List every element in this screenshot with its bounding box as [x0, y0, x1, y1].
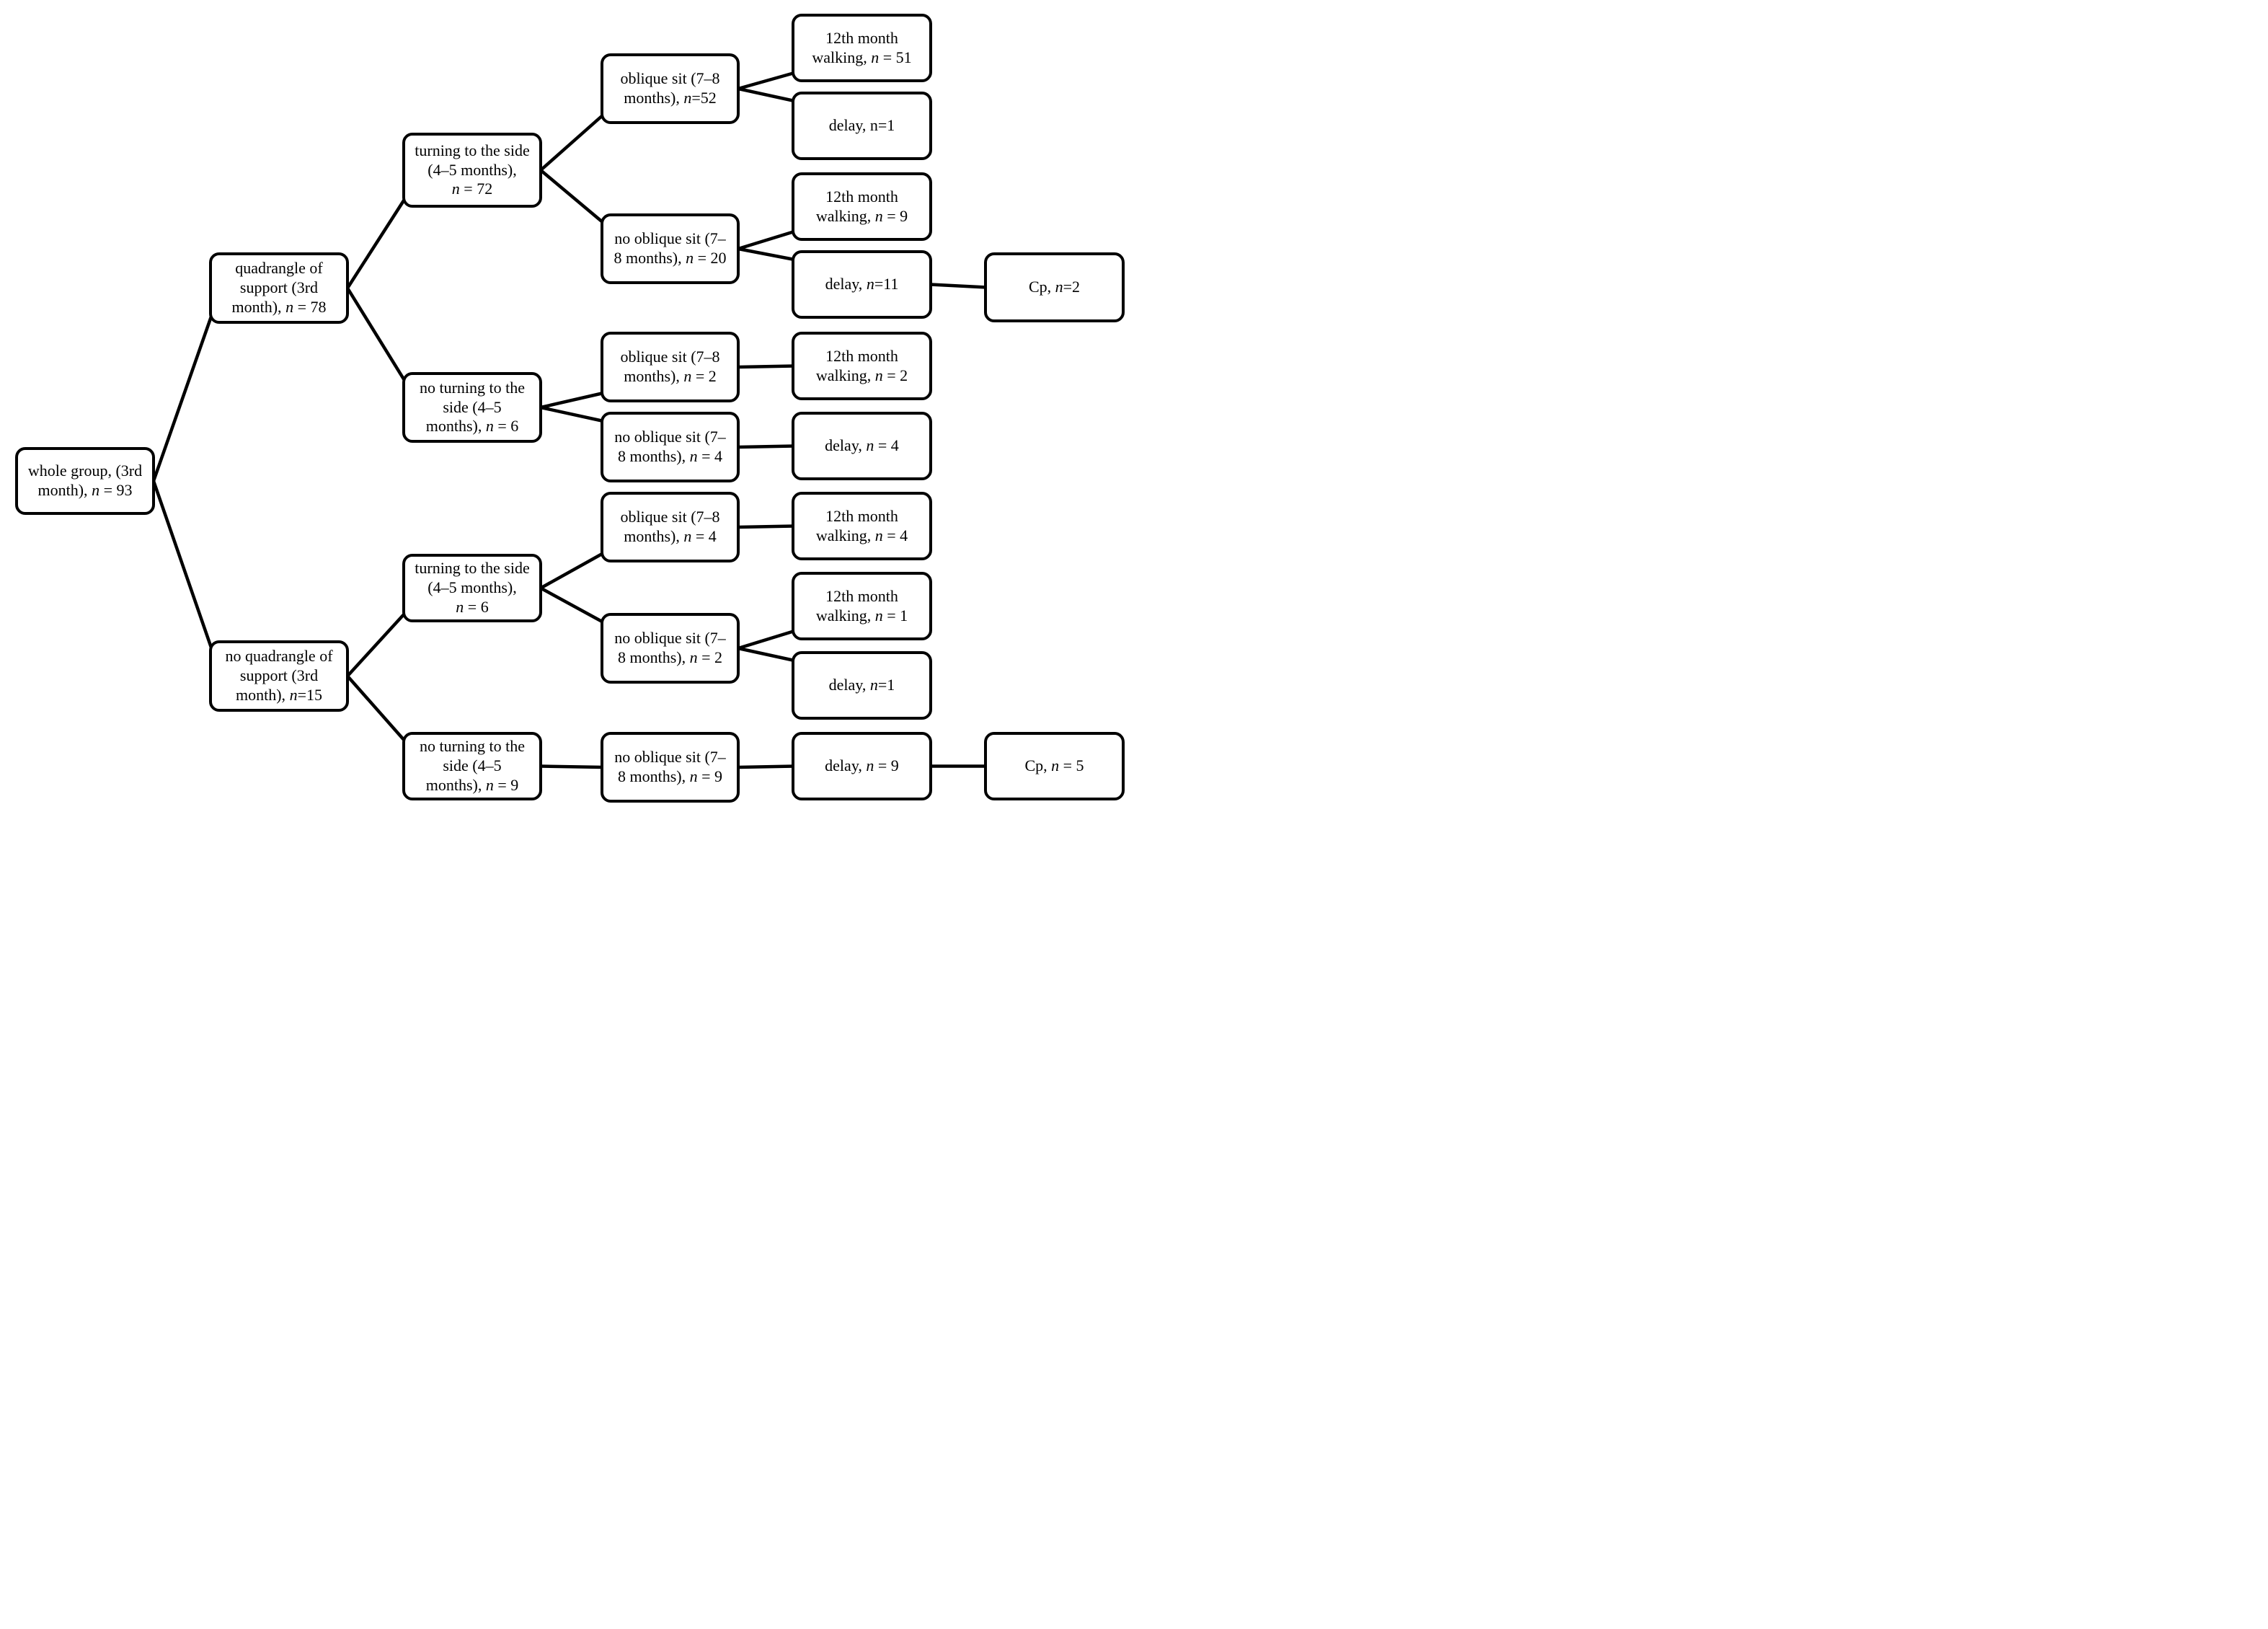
node-walking-9: 12th month walking, n = 9 — [792, 172, 932, 241]
node-label: oblique sit (7–8 months), n = 2 — [620, 348, 720, 385]
node-delay-4: delay, n = 4 — [792, 412, 932, 480]
node-whole-group: whole group, (3rd month), n = 93 — [15, 447, 155, 515]
node-turning-to-side-6: turning to the side (4–5 months), n = 6 — [402, 554, 542, 622]
node-label: 12th month walking, n = 4 — [815, 506, 908, 544]
node-label: delay, n = 9 — [825, 756, 899, 775]
node-delay-11: delay, n=11 — [792, 250, 932, 319]
node-no-quadrangle-of-support: no quadrangle of support (3rd month), n=… — [209, 640, 349, 712]
node-delay-1-upper: delay, n=1 — [792, 92, 932, 160]
edge-oblique_4-to-walking_4 — [737, 524, 795, 529]
node-cp-5: Cp, n = 5 — [984, 732, 1125, 800]
node-turning-to-side-72: turning to the side (4–5 months), n = 72 — [402, 133, 542, 208]
edge-no_oblique_4-to-delay_4 — [737, 444, 795, 449]
edge-layer — [151, 71, 988, 769]
edge-oblique_52-to-walking_51 — [737, 71, 795, 91]
node-label: Cp, n = 5 — [1024, 756, 1084, 775]
edge-no_turning_6-to-oblique_2 — [540, 391, 604, 410]
node-label: 12th month walking, n = 51 — [812, 28, 912, 66]
node-quadrangle-of-support: quadrangle of support (3rd month), n = 7… — [209, 252, 349, 324]
node-walking-2: 12th month walking, n = 2 — [792, 332, 932, 400]
node-label: no oblique sit (7– 8 months), n = 2 — [614, 629, 726, 666]
edge-no_quadrangle-to-no_turning_9 — [346, 675, 407, 743]
node-label: no quadrangle of support (3rd month), n=… — [225, 647, 333, 704]
node-walking-51: 12th month walking, n = 51 — [792, 14, 932, 82]
node-label: no turning to the side (4–5 months), n =… — [419, 737, 526, 794]
node-walking-1: 12th month walking, n = 1 — [792, 572, 932, 640]
node-label: turning to the side (4–5 months), n = 6 — [415, 559, 530, 616]
edge-no_oblique_20-to-delay_11 — [737, 247, 795, 262]
node-no-oblique-sit-4: no oblique sit (7– 8 months), n = 4 — [601, 412, 740, 482]
node-oblique-sit-4: oblique sit (7–8 months), n = 4 — [601, 492, 740, 562]
node-label: turning to the side (4–5 months), n = 72 — [415, 141, 530, 198]
node-walking-4: 12th month walking, n = 4 — [792, 492, 932, 560]
edge-delay_11-to-cp_2 — [930, 283, 988, 289]
edge-turning_72-to-oblique_52 — [539, 113, 605, 172]
edge-turning_6-to-no_oblique_2 — [539, 586, 605, 624]
node-label: delay, n = 4 — [825, 436, 899, 455]
edge-no_oblique_9-to-delay_9 — [737, 764, 795, 769]
edge-quadrangle-to-turning_72 — [346, 197, 407, 289]
node-no-oblique-sit-9: no oblique sit (7– 8 months), n = 9 — [601, 732, 740, 803]
node-delay-1-lower: delay, n=1 — [792, 651, 932, 720]
edge-no_quadrangle-to-turning_6 — [346, 612, 407, 678]
node-label: whole group, (3rd month), n = 93 — [27, 462, 143, 499]
node-no-oblique-sit-2: no oblique sit (7– 8 months), n = 2 — [601, 613, 740, 684]
edge-oblique_52-to-delay_1a — [737, 87, 795, 103]
node-oblique-sit-52: oblique sit (7–8 months), n=52 — [601, 53, 740, 124]
node-label: no turning to the side (4–5 months), n =… — [419, 378, 526, 436]
edge-no_oblique_2-to-delay_1b — [737, 646, 795, 663]
node-label: delay, n=11 — [825, 275, 899, 293]
node-cp-2: Cp, n=2 — [984, 252, 1125, 322]
edge-turning_6-to-oblique_4 — [539, 552, 605, 590]
node-label: quadrangle of support (3rd month), n = 7… — [231, 259, 327, 316]
node-label: delay, n=1 — [828, 676, 895, 694]
edge-quadrangle-to-no_turning_6 — [346, 287, 407, 383]
edge-oblique_2-to-walking_2 — [737, 364, 795, 369]
edge-whole_group-to-no_quadrangle — [151, 480, 214, 650]
node-no-turning-to-side-9: no turning to the side (4–5 months), n =… — [402, 732, 542, 800]
node-label: delay, n=1 — [828, 116, 895, 135]
node-oblique-sit-2: oblique sit (7–8 months), n = 2 — [601, 332, 740, 402]
edge-no_turning_9-to-no_oblique_9 — [540, 764, 604, 769]
node-label: 12th month walking, n = 2 — [815, 346, 908, 384]
node-delay-9: delay, n = 9 — [792, 732, 932, 800]
edge-no_oblique_2-to-walking_1 — [737, 629, 795, 650]
node-label: 12th month walking, n = 9 — [815, 187, 908, 225]
node-label: no oblique sit (7– 8 months), n = 20 — [613, 229, 727, 267]
node-label: oblique sit (7–8 months), n=52 — [620, 69, 720, 107]
node-label: oblique sit (7–8 months), n = 4 — [620, 508, 720, 545]
node-no-oblique-sit-20: no oblique sit (7– 8 months), n = 20 — [601, 213, 740, 284]
edge-no_turning_6-to-no_oblique_4 — [540, 405, 604, 423]
flowchart-canvas: whole group, (3rd month), n = 93 quadran… — [0, 0, 1134, 815]
edge-whole_group-to-quadrangle — [151, 314, 214, 482]
node-label: Cp, n=2 — [1028, 278, 1081, 296]
node-label: 12th month walking, n = 1 — [815, 586, 908, 624]
edge-no_oblique_20-to-walking_9 — [737, 229, 795, 251]
node-no-turning-to-side-6: no turning to the side (4–5 months), n =… — [402, 372, 542, 443]
node-label: no oblique sit (7– 8 months), n = 4 — [614, 428, 726, 465]
node-label: no oblique sit (7– 8 months), n = 9 — [614, 748, 726, 785]
edge-turning_72-to-no_oblique_20 — [539, 169, 605, 224]
